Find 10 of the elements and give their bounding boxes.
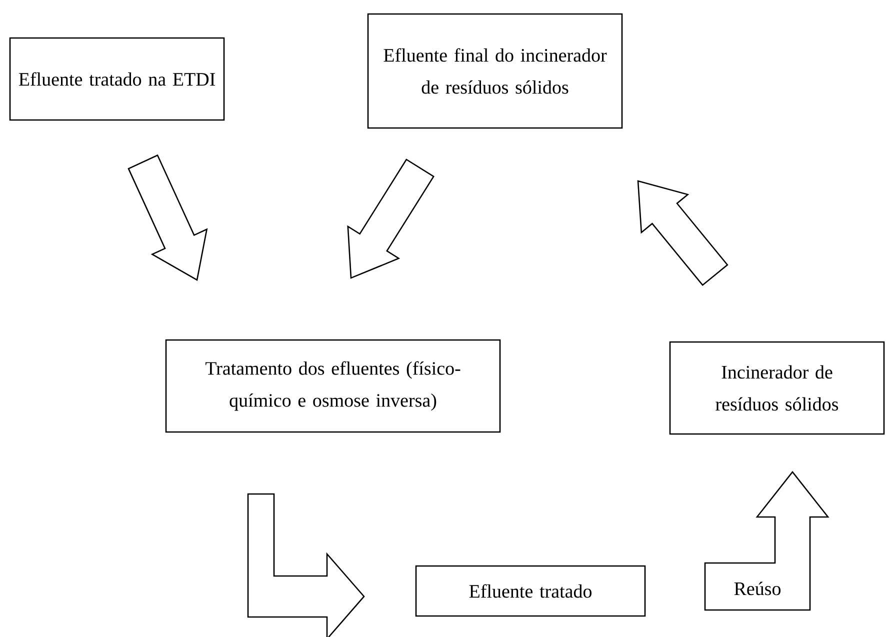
process-box: Efluente tratado [415,565,646,617]
block-arrow [637,180,728,286]
block-arrow [704,470,830,611]
process-box: Efluente tratado na ETDI [9,37,225,121]
process-box: Incinerador de resíduos sólidos [669,341,885,435]
process-box: Tratamento dos efluentes (físico-químico e osmose inversa) [165,339,501,433]
block-arrow [347,158,434,279]
block-arrow [247,493,365,637]
process-box: Efluente final do incinerador de resíduos sólidos [367,13,623,129]
edge-label: Reúso [734,582,781,596]
